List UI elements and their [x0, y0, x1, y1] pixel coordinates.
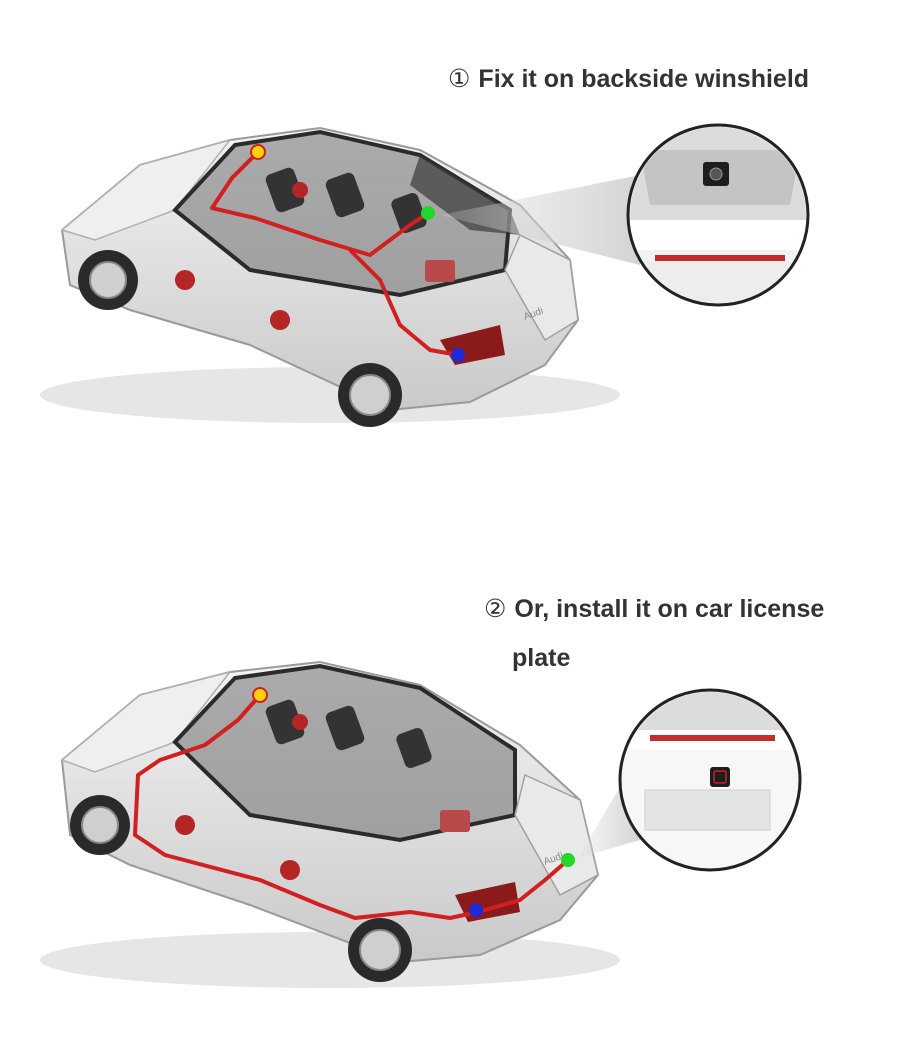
monitor-connection-marker — [250, 144, 266, 160]
seat — [265, 167, 305, 213]
speaker — [292, 714, 308, 730]
speaker — [270, 310, 290, 330]
step-2-text-line1: Or, install it on car license — [514, 595, 825, 623]
windshield-zoom-callout — [626, 123, 810, 307]
seat — [325, 705, 365, 751]
subwoofer-box — [440, 810, 470, 832]
step-2-caption-line2: plate — [512, 643, 570, 673]
seat — [265, 699, 305, 745]
car-cabin — [172, 663, 517, 843]
step-2-number: ② — [484, 595, 507, 623]
car-shadow — [40, 932, 620, 988]
step-1-text: Fix it on backside winshield — [478, 65, 810, 93]
car-diagram-1: Audi — [40, 123, 810, 427]
speaker — [175, 815, 195, 835]
cable-route-roof — [210, 150, 430, 257]
speaker — [280, 860, 300, 880]
rear-wheel — [348, 918, 412, 982]
seat — [325, 172, 365, 218]
callout-beam — [440, 175, 640, 265]
cable-route-plate — [477, 858, 570, 914]
camera-mount-marker — [421, 206, 435, 220]
subwoofer-box — [425, 260, 455, 282]
cable-route-power — [348, 248, 459, 357]
license-plate-install-illustration: Audi — [0, 650, 900, 1000]
car-trunk — [504, 233, 579, 342]
speaker — [175, 270, 195, 290]
reverse-light-marker — [451, 348, 465, 362]
seat — [391, 192, 427, 234]
front-wheel — [70, 795, 130, 855]
camera-icon — [710, 767, 730, 787]
front-wheel — [78, 250, 138, 310]
car-diagram-2: Audi — [40, 660, 802, 988]
camera-mount-marker — [561, 853, 575, 867]
rear-wheel — [338, 363, 402, 427]
car-hood — [60, 138, 233, 241]
speaker — [292, 182, 308, 198]
reverse-light-marker — [469, 903, 483, 917]
step-1-number: ① — [448, 65, 471, 93]
windshield-install-illustration: Audi — [0, 110, 900, 440]
step-2-text-line2: plate — [512, 644, 571, 672]
monitor-connection-marker — [252, 687, 268, 703]
seat — [396, 727, 432, 769]
cable-route-body — [133, 693, 479, 920]
license-plate-zoom-callout — [618, 688, 802, 872]
car-trunk — [514, 773, 599, 897]
car-hood — [60, 670, 232, 773]
